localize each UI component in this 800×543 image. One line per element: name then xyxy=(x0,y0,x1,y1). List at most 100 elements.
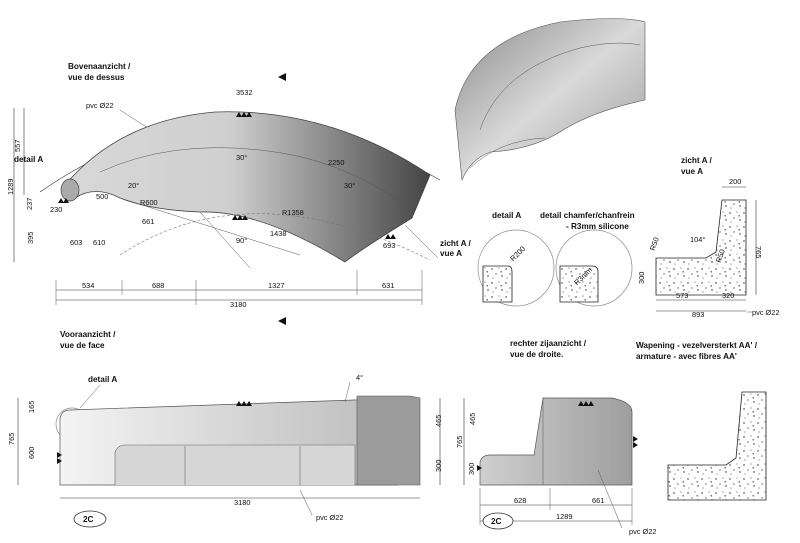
section-angle: 104° xyxy=(690,235,705,244)
bottom-extension-lines xyxy=(55,270,423,305)
dim-1289: 1289 xyxy=(6,179,15,195)
side-pipe-label: pvc Ø22 xyxy=(629,527,657,536)
front-tag-ellipse xyxy=(73,510,107,528)
support-triangles-top xyxy=(58,112,396,239)
front-detail-label: detail A xyxy=(88,375,117,384)
front-dim-165: 165 xyxy=(27,401,36,413)
dim-661: 661 xyxy=(142,217,154,226)
dim-557: 557 xyxy=(13,140,22,152)
side-dim-300: 300 xyxy=(467,463,476,475)
side-dim-765: 765 xyxy=(455,436,464,448)
front-dim-3180: 3180 xyxy=(234,498,250,507)
section-dim-200: 200 xyxy=(729,177,741,186)
side-bench-body xyxy=(479,397,633,486)
detail-a: detail A R200 xyxy=(477,211,555,307)
section-dim-320: 320 xyxy=(722,291,734,300)
front-joint-lines xyxy=(184,446,301,485)
view-marker-title-nl: zicht A / xyxy=(440,239,472,248)
front-view: Vooraanzicht / vue de face detail A 4° 7… xyxy=(7,330,443,528)
iso-seat-edge xyxy=(469,137,546,169)
reinforcement-title-fr: armature - avec fibres AA' xyxy=(636,352,737,361)
inner-edge-line xyxy=(99,147,406,206)
dim-2250: 2250 xyxy=(328,158,344,167)
bench-end-cap xyxy=(60,178,80,202)
dim-534: 534 xyxy=(82,281,94,290)
front-pipe-leader xyxy=(299,489,313,516)
radial-lines xyxy=(119,197,301,269)
detail-a-title: detail A xyxy=(492,211,521,220)
side-dim-465: 465 xyxy=(468,413,477,425)
section-profile xyxy=(655,199,747,296)
section-r50b: R50 xyxy=(714,248,727,264)
bench-top-surface xyxy=(64,111,431,263)
section-dim-765: 765 xyxy=(754,246,763,258)
isometric-preview xyxy=(454,18,646,181)
dim-693: 693 xyxy=(383,241,395,250)
side-view-title-fr: vue de droite. xyxy=(510,350,563,359)
front-pipe-label: pvc Ø22 xyxy=(316,513,344,522)
side-view: rechter zijaanzicht / vue de droite. 765… xyxy=(455,339,657,536)
dim-1438: 1438 xyxy=(270,229,286,238)
section-pipe-label: pvc Ø22 xyxy=(752,308,780,317)
reinforcement-title-nl: Wapening - vezelversterkt AA' / xyxy=(636,341,758,350)
front-angle-leader xyxy=(344,381,351,403)
section-dim-300: 300 xyxy=(637,272,646,284)
angle-30a: 30° xyxy=(236,153,247,162)
reinforcement-profile xyxy=(667,391,767,501)
side-tag-ellipse xyxy=(482,512,514,530)
front-angle: 4° xyxy=(356,373,363,382)
front-view-title-nl: Vooraanzicht / xyxy=(60,330,116,339)
dim-230: 230 xyxy=(50,205,62,214)
side-pipe-leader xyxy=(597,469,623,529)
angle-30b: 30° xyxy=(344,181,355,190)
front-bench-end xyxy=(356,395,421,486)
dim-610: 610 xyxy=(93,238,105,247)
front-dim-465: 465 xyxy=(434,415,443,427)
iso-backrest-edge xyxy=(479,42,641,131)
overall-arc-dimension: 3532 xyxy=(236,88,252,97)
view-marker-title-fr: vue A xyxy=(440,249,462,258)
front-tag: 2C xyxy=(83,515,94,524)
top-pipe-label: pvc Ø22 xyxy=(86,101,114,110)
side-dim-1289: 1289 xyxy=(556,512,572,521)
front-dim-765: 765 xyxy=(7,433,16,445)
chamfer-section xyxy=(559,265,599,303)
detail-a-section xyxy=(482,265,513,303)
dim-500: 500 xyxy=(96,192,108,201)
front-seat-recess xyxy=(114,444,356,485)
section-arrow-top xyxy=(278,73,286,81)
angle-20: 20° xyxy=(128,181,139,190)
section-arrow-bottom xyxy=(278,317,286,325)
section-dim-573: 573 xyxy=(676,291,688,300)
side-extension-lines xyxy=(479,488,633,525)
side-view-title-nl: rechter zijaanzicht / xyxy=(510,339,587,348)
front-dim-300: 300 xyxy=(434,460,443,472)
chamfer-subtitle: - R3mm silicone xyxy=(566,222,629,231)
section-view-a: zicht A / vue A 200 765 300 R50 R50 104°… xyxy=(637,156,780,319)
iso-seat-body xyxy=(454,18,646,181)
r1358: R1358 xyxy=(282,208,304,217)
top-view: Bovenaanzicht / vue de dessus 3532 pvc Ø… xyxy=(6,62,472,325)
dim-237: 237 xyxy=(25,198,34,210)
front-detail-leader xyxy=(79,384,101,409)
side-dim-628: 628 xyxy=(514,496,526,505)
dim-1327: 1327 xyxy=(268,281,284,290)
section-dim-893: 893 xyxy=(692,310,704,319)
support-triangles-side xyxy=(477,401,638,471)
front-view-title-fr: vue de face xyxy=(60,341,105,350)
center-arc xyxy=(119,213,431,261)
chamfer-title: detail chamfer/chanfrein xyxy=(540,211,635,220)
dim-603: 603 xyxy=(70,238,82,247)
section-title-fr: vue A xyxy=(681,167,703,176)
dim-688: 688 xyxy=(152,281,164,290)
side-dim-661: 661 xyxy=(592,496,604,505)
top-detail-label: detail A xyxy=(14,155,43,164)
reinforcement-section: Wapening - vezelversterkt AA' / armature… xyxy=(636,341,767,501)
support-triangles-front xyxy=(57,401,252,464)
top-view-title-nl: Bovenaanzicht / xyxy=(68,62,131,71)
view-marker-leader xyxy=(404,224,439,259)
front-dim-600: 600 xyxy=(27,447,36,459)
r600: R600 xyxy=(140,198,158,207)
side-tag: 2C xyxy=(491,517,502,526)
dim-395: 395 xyxy=(26,232,35,244)
